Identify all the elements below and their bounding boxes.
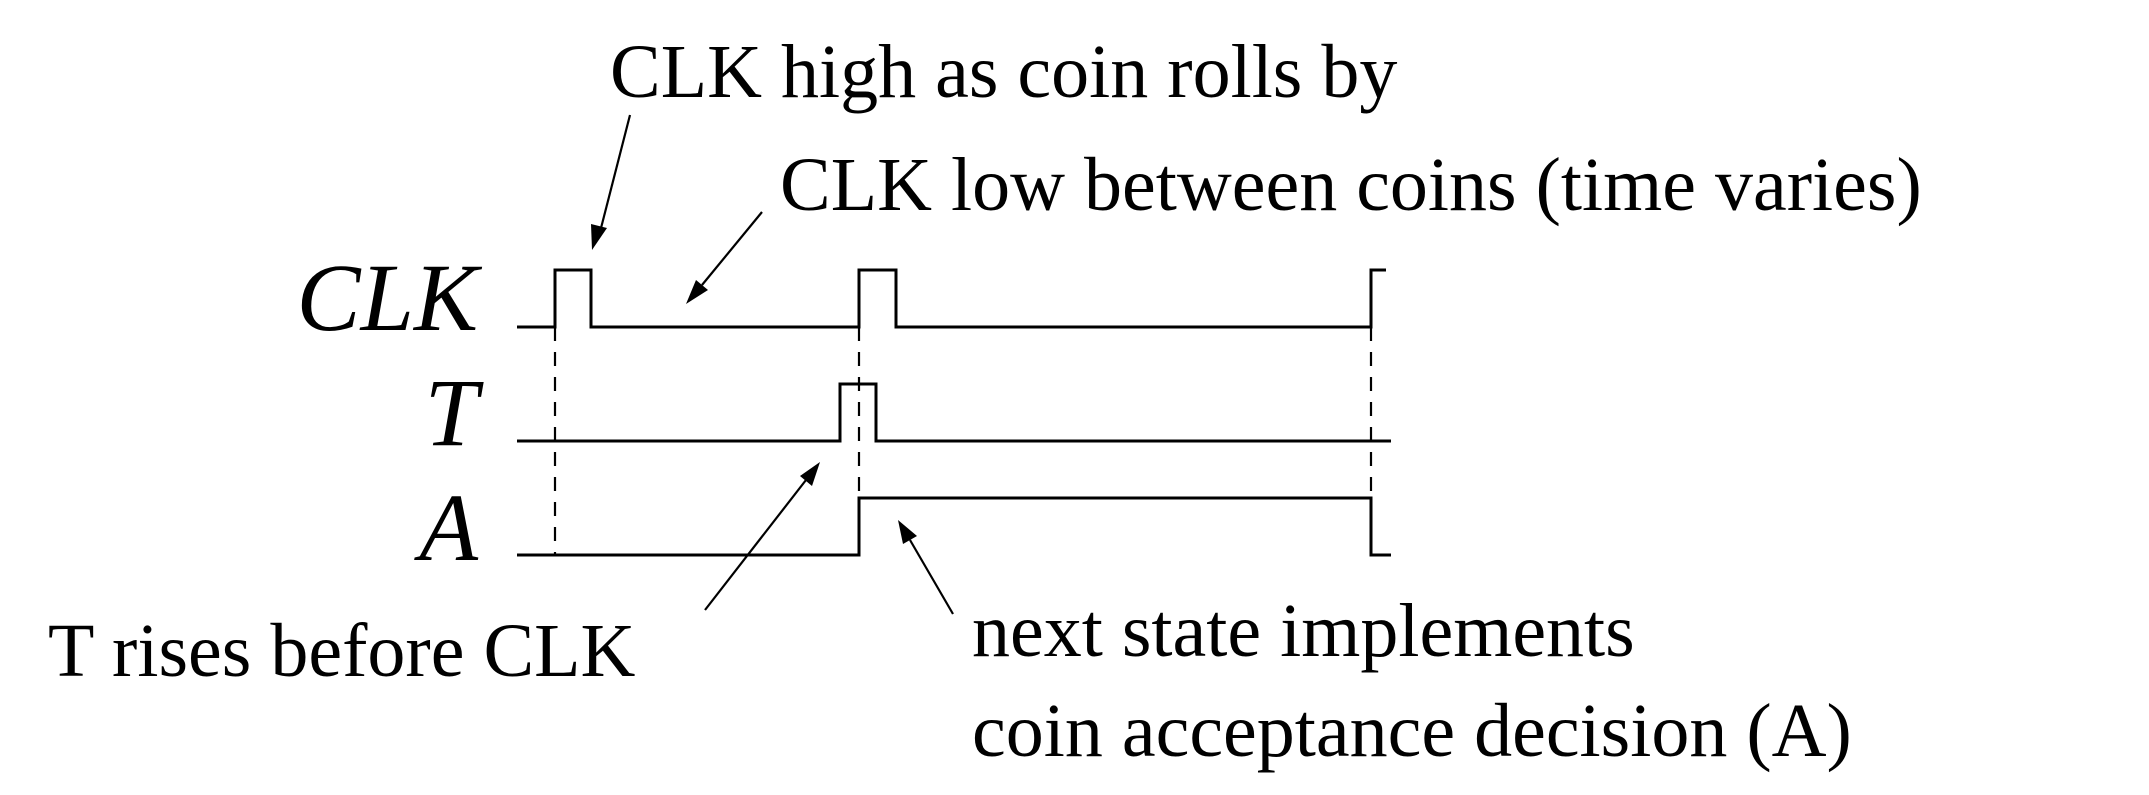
clk-low-annotation: CLK low between coins (time varies) <box>780 143 1922 227</box>
t-waveform <box>517 382 1391 443</box>
t-rises-arrow <box>704 462 820 611</box>
a-waveform <box>517 496 1391 557</box>
clk-low-arrow <box>686 211 763 304</box>
t-rises-annotation: T rises before CLK <box>48 609 636 693</box>
clk-high-arrow <box>591 114 632 250</box>
next-state-annotation-line2: coin acceptance decision (A) <box>972 689 1852 773</box>
clk-signal-label: CLK <box>297 244 483 351</box>
next-state-arrow <box>898 520 954 615</box>
t-signal-label: T <box>425 359 485 466</box>
clk-high-annotation: CLK high as coin rolls by <box>610 30 1397 114</box>
a-signal-label: A <box>413 474 478 581</box>
next-state-annotation-line1: next state implements <box>972 589 1635 673</box>
clk-waveform <box>517 268 1386 329</box>
